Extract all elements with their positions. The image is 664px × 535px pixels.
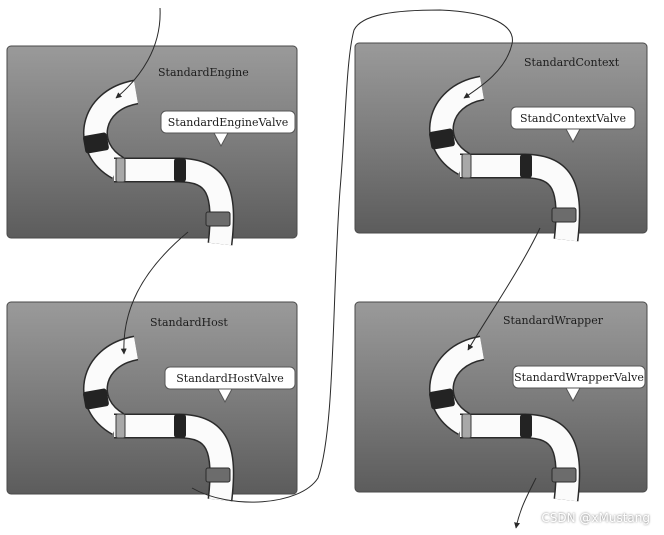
watermark: CSDN @xMustang [541, 511, 650, 525]
panel-title: StandardContext [524, 56, 620, 69]
valve-callout: StandardEngineValve [160, 110, 296, 148]
valve-callout: StandardHostValve [164, 366, 296, 404]
panel-title: StandardWrapper [503, 314, 604, 327]
panel-standard-host: StandardHost StandardHostValve [6, 301, 298, 500]
flow-arrow-host-to-context [191, 9, 513, 503]
valve-label: StandardHostValve [176, 372, 284, 385]
valve-label: StandContextValve [520, 112, 626, 125]
valve-label: StandardEngineValve [168, 116, 289, 129]
valve-callout: StandContextValve [510, 106, 636, 144]
flow-arrow-context-to-wrapper [467, 227, 541, 351]
valve-label: StandardWrapperValve [514, 371, 644, 384]
panel-standard-engine: StandardEngine StandardEngineValve [6, 45, 298, 244]
flow-arrow-into-engine [115, 7, 161, 99]
panel-title: StandardEngine [158, 66, 249, 79]
valve-callout: StandardWrapperValve [512, 365, 646, 403]
panel-standard-context: StandardContext StandContextValve [354, 42, 648, 240]
panel-standard-wrapper: StandardWrapper StandardWrapperValve [354, 301, 648, 500]
panel-title: StandardHost [150, 316, 228, 329]
flow-arrow-engine-to-host [120, 231, 189, 355]
flow-arrow-out-of-wrapper [514, 477, 537, 529]
